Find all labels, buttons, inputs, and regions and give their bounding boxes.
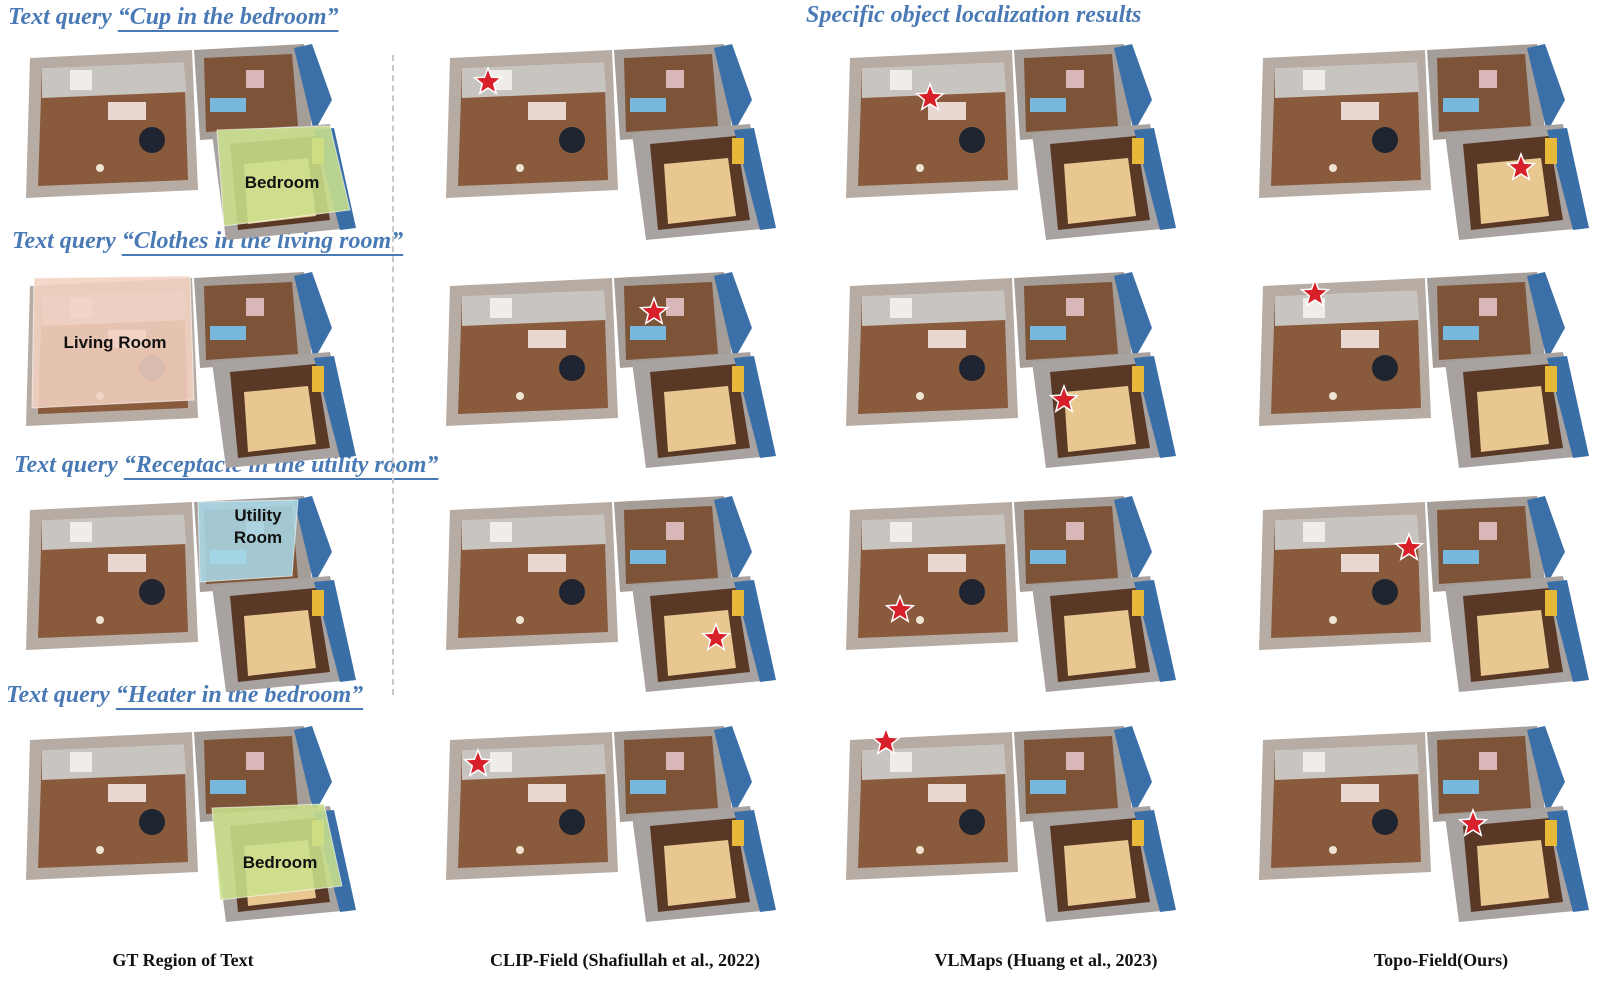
star-icon <box>700 621 732 651</box>
scene-r4-gt: Bedroom <box>12 722 357 927</box>
floorplan-render <box>446 496 776 692</box>
query-prefix: Text query <box>14 452 124 478</box>
query-heading-1: Text query “Cup in the bedroom” <box>8 4 338 31</box>
star-icon <box>914 81 946 111</box>
scene-r2-vlmaps <box>832 268 1177 473</box>
star-icon <box>1393 531 1425 561</box>
query-prefix: Text query <box>8 4 118 30</box>
floorplan-render <box>1259 44 1589 240</box>
column-divider <box>392 55 394 695</box>
floorplan-render: Living Room <box>26 272 356 468</box>
scene-r4-topofield <box>1245 722 1590 927</box>
star-icon <box>884 593 916 623</box>
star-icon <box>1505 151 1537 181</box>
section-title: Specific object localization results <box>806 2 1142 28</box>
floorplan-render: Bedroom <box>26 726 356 922</box>
scene-r3-clipfield <box>432 492 777 697</box>
star-icon <box>472 65 504 95</box>
region-label: Utility <box>234 506 282 525</box>
floorplan-render: Bedroom <box>26 44 356 240</box>
floorplan-render <box>1259 496 1589 692</box>
scene-r2-topofield <box>1245 268 1590 473</box>
query-prefix: Text query <box>6 682 116 708</box>
column-label-clipfield: CLIP-Field (Shafiullah et al., 2022) <box>489 950 761 970</box>
scene-r2-clipfield <box>432 268 777 473</box>
star-icon <box>638 295 670 325</box>
star-icon <box>462 747 494 777</box>
floorplan-render <box>446 272 776 468</box>
star-icon <box>870 725 902 755</box>
scene-r4-vlmaps <box>832 722 1177 927</box>
floorplan-render <box>1259 272 1589 468</box>
gt-region-overlay <box>211 803 343 901</box>
scene-r2-gt: Living Room <box>12 268 357 473</box>
star-icon <box>1457 807 1489 837</box>
query-prefix: Text query <box>12 228 122 254</box>
floorplan-render <box>846 44 1176 240</box>
gt-region-overlay <box>216 125 351 227</box>
region-label: Bedroom <box>245 173 320 192</box>
floorplan-render <box>846 272 1176 468</box>
scene-r1-topofield <box>1245 40 1590 245</box>
region-label: Bedroom <box>243 853 318 872</box>
gt-region-overlay <box>197 499 299 583</box>
scene-r3-topofield <box>1245 492 1590 697</box>
star-icon <box>1299 277 1331 307</box>
floorplan-render <box>846 496 1176 692</box>
region-label: Room <box>234 528 282 547</box>
gt-region-overlay <box>31 275 195 409</box>
scene-r1-gt: Bedroom <box>12 40 357 245</box>
scene-r3-vlmaps <box>832 492 1177 697</box>
floorplan-render <box>1259 726 1589 922</box>
scene-r1-vlmaps <box>832 40 1177 245</box>
floorplan-render <box>446 726 776 922</box>
column-label-vlmaps: VLMaps (Huang et al., 2023) <box>934 950 1158 970</box>
scene-r4-clipfield <box>432 722 777 927</box>
query-text: “Cup in the bedroom” <box>117 4 339 30</box>
floorplan-render <box>446 44 776 240</box>
column-label-gt: GT Region of Text <box>112 950 254 970</box>
region-label: Living Room <box>64 333 167 352</box>
star-icon <box>1048 383 1080 413</box>
column-label-topofield: Topo-Field(Ours) <box>1373 950 1509 970</box>
floorplan-render <box>846 725 1176 922</box>
scene-r1-clipfield <box>432 40 777 245</box>
